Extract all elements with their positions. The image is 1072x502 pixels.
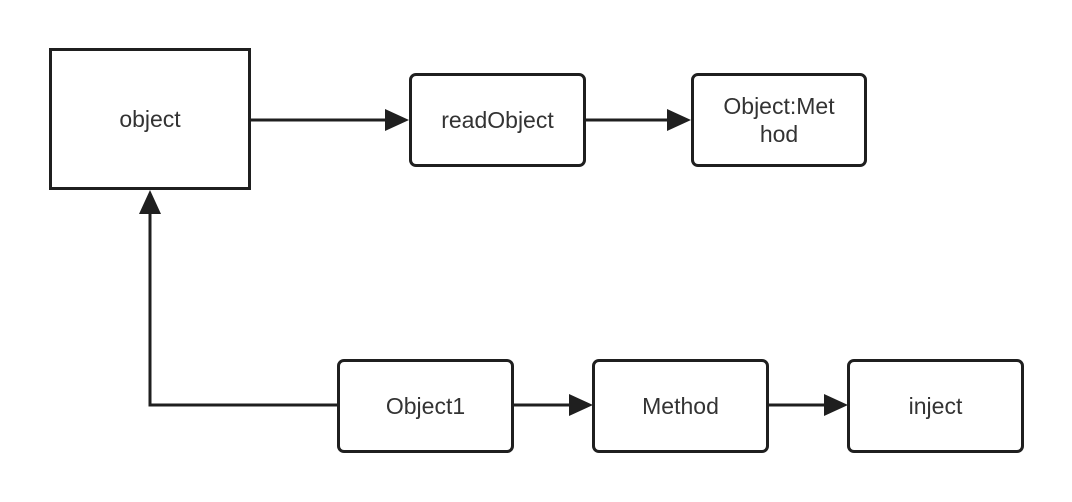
arrowhead-object-readObject [385, 109, 409, 131]
node-object1-label: Object1 [385, 393, 466, 419]
edge-object1-object [148, 208, 338, 407]
node-readObject-label: readObject [441, 107, 554, 133]
node-method: Method [592, 359, 769, 453]
node-object: object [49, 48, 251, 190]
node-object-method: Object:Met hod [691, 73, 867, 167]
arrowhead-readObject-objectMethod [667, 109, 691, 131]
node-inject-label: inject [908, 393, 963, 419]
arrowhead-method-inject [824, 394, 848, 416]
node-inject: inject [847, 359, 1024, 453]
node-object-method-label: Object:Met hod [723, 93, 835, 147]
node-object-label: object [119, 106, 181, 132]
node-object1: Object1 [337, 359, 514, 453]
arrowhead-object1-object [139, 190, 161, 214]
arrowhead-object1-method [569, 394, 593, 416]
node-method-label: Method [642, 393, 719, 419]
node-readObject: readObject [409, 73, 586, 167]
